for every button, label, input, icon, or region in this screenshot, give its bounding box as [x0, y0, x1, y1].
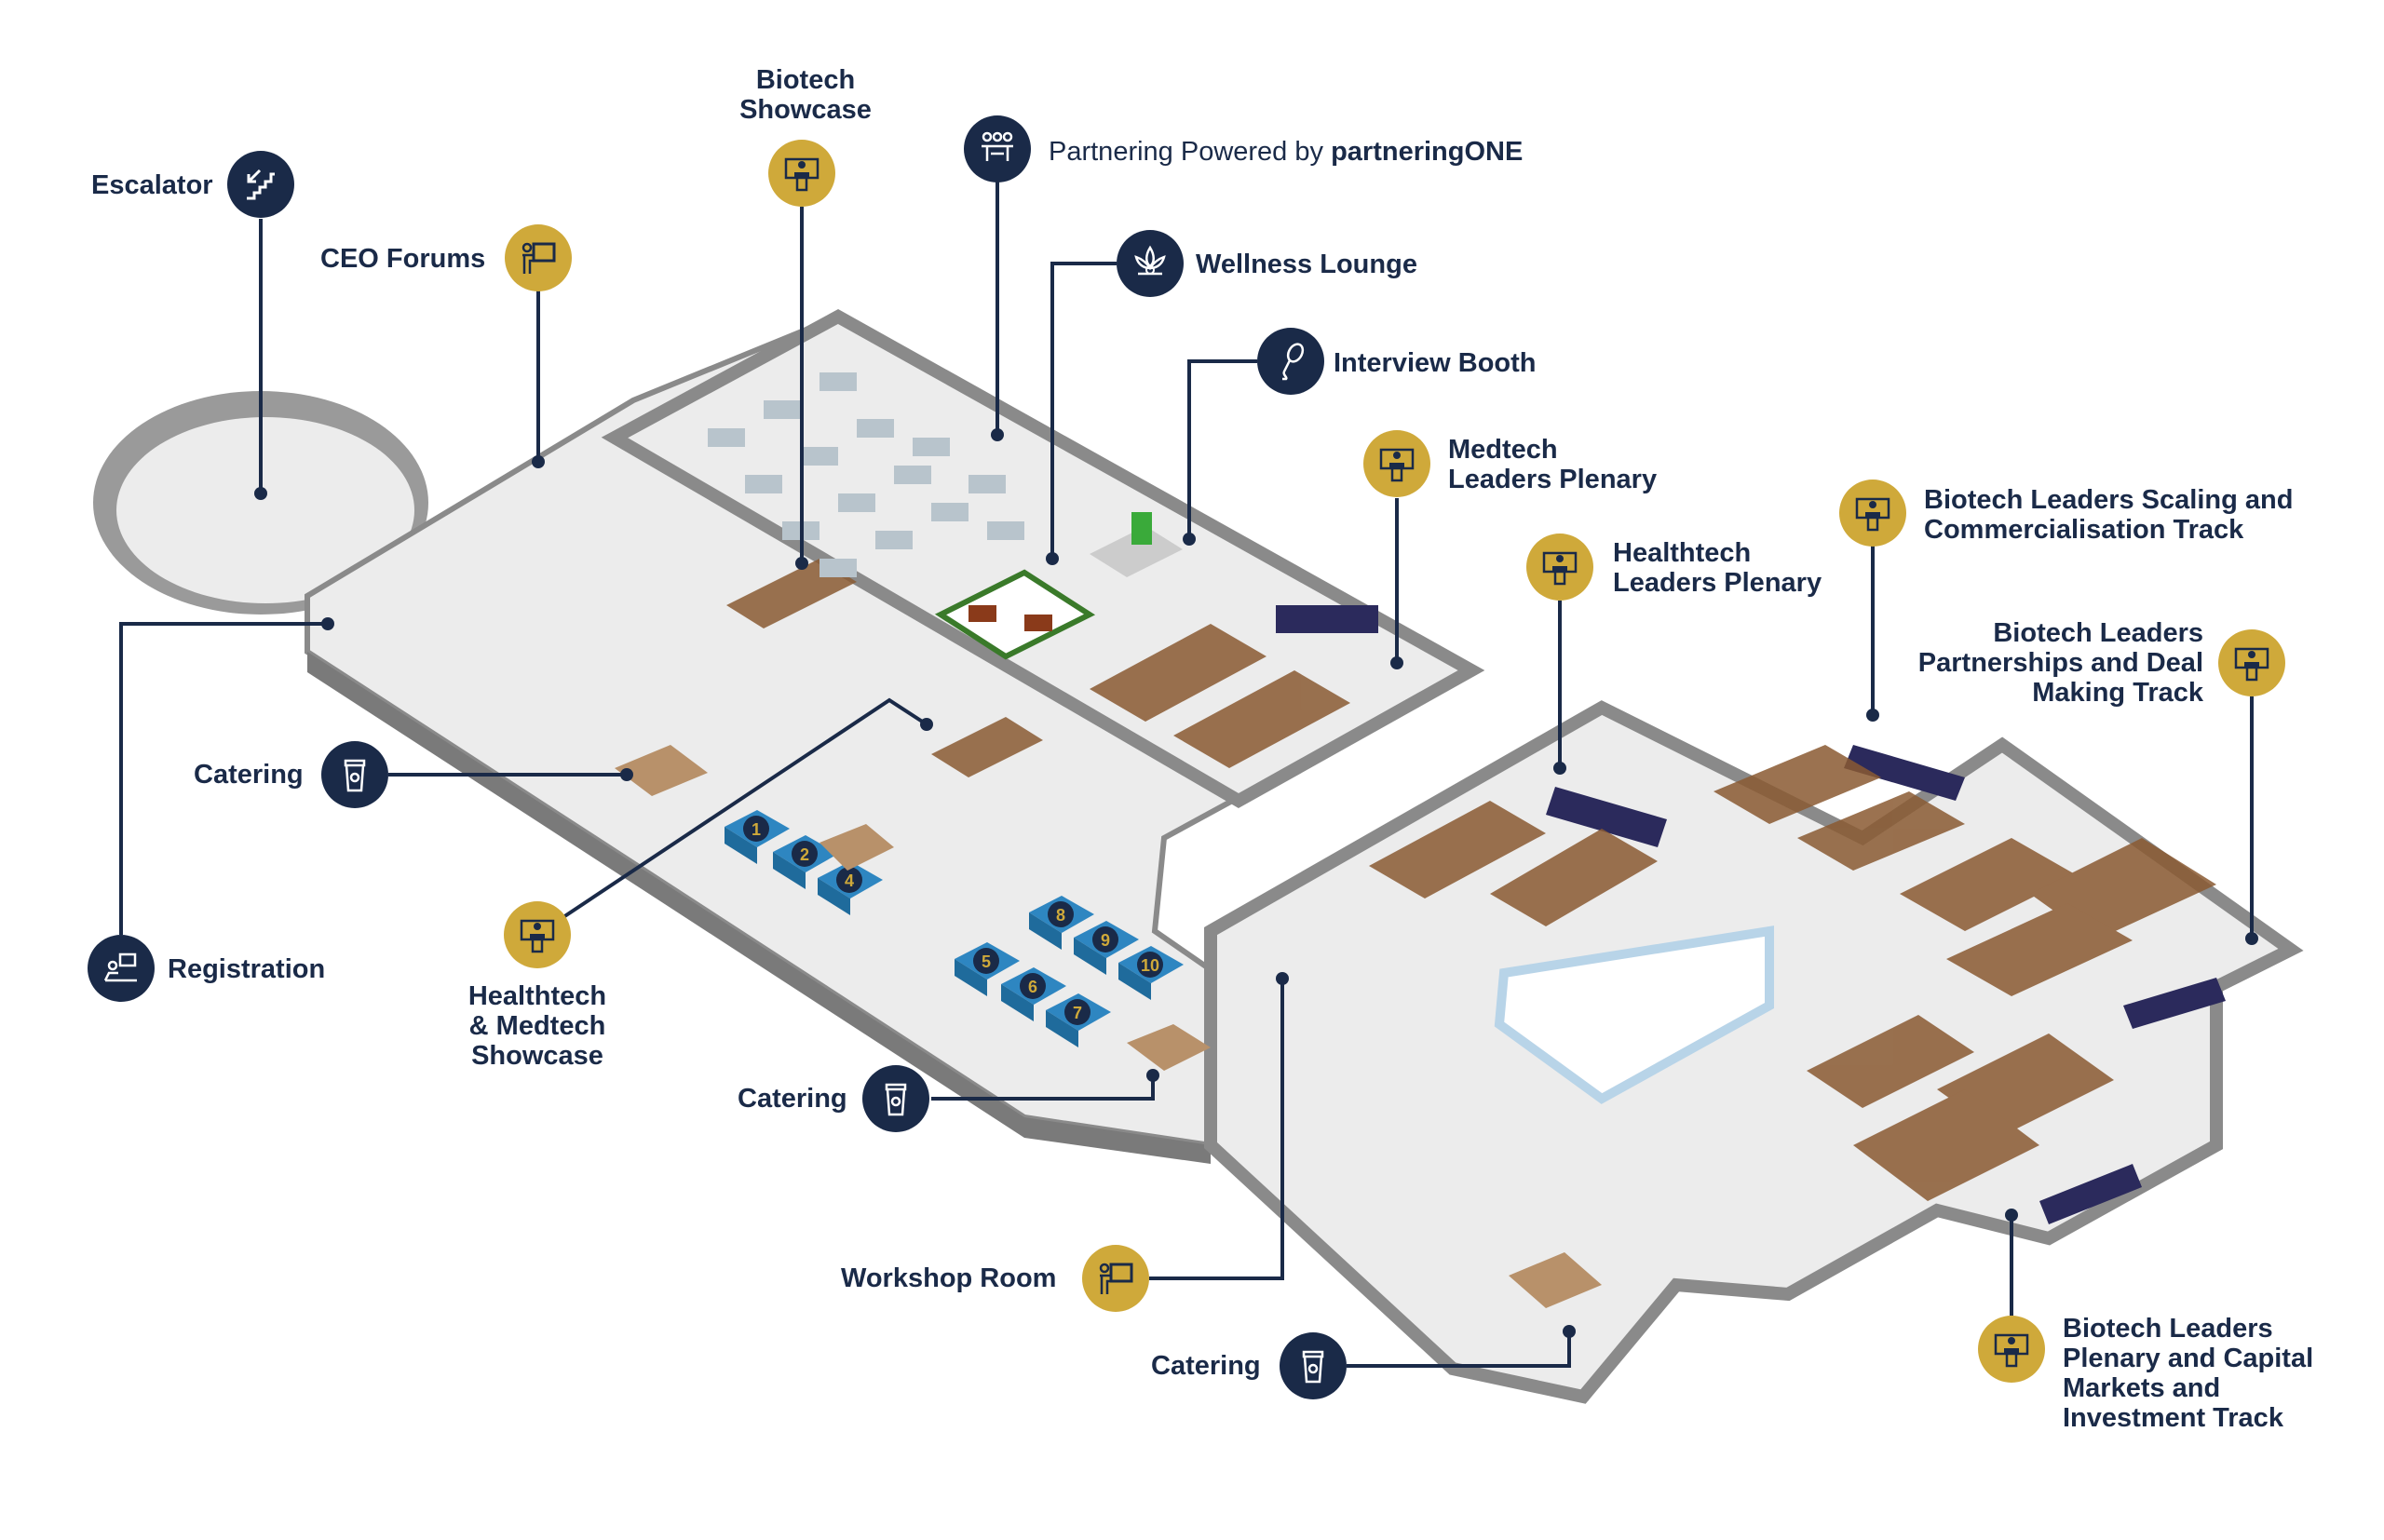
- booth-8[interactable]: 8: [1029, 896, 1094, 950]
- leader-dots: [254, 428, 2258, 1338]
- booth-7[interactable]: 7: [1046, 993, 1111, 1047]
- label-medtech-plenary[interactable]: Medtech Leaders Plenary: [1448, 435, 1658, 494]
- label-escalator[interactable]: Escalator: [91, 170, 213, 200]
- podium-icon[interactable]: [1526, 534, 1593, 601]
- microphone-icon[interactable]: [1257, 328, 1324, 395]
- escalator-area: [93, 391, 428, 615]
- escalator-icon[interactable]: [227, 151, 294, 218]
- podium-icon[interactable]: [768, 140, 835, 207]
- booth-1[interactable]: 1: [725, 810, 790, 864]
- catering-stands: [615, 745, 1602, 1308]
- meeting-table-icon[interactable]: [964, 115, 1031, 182]
- booth-number: 7: [1073, 1004, 1082, 1022]
- label-workshop-room[interactable]: Workshop Room: [841, 1263, 1057, 1293]
- booth-number: 5: [982, 952, 991, 971]
- stages: [1276, 605, 2226, 1224]
- presenter-board-icon[interactable]: [1082, 1245, 1149, 1312]
- partnering-tables: [708, 372, 1024, 577]
- interview-booth-area: [1090, 512, 1183, 577]
- label-healthtech-plenary[interactable]: Healthtech Leaders Plenary: [1613, 538, 1822, 598]
- label-healthtech-medtech-showcase[interactable]: Healthtech & Medtech Showcase: [467, 981, 607, 1071]
- booth-number: 6: [1028, 978, 1037, 996]
- leader-lines: [119, 179, 2254, 1368]
- booth-4[interactable]: 4: [818, 861, 883, 915]
- exhibitor-booths: 1 2 4 5 6 7 8 9 10: [725, 810, 1184, 1047]
- label-catering-3[interactable]: Catering: [1151, 1351, 1261, 1381]
- coffee-cup-icon[interactable]: [862, 1065, 929, 1132]
- booth-number: 9: [1101, 931, 1110, 950]
- wellness-lounge-area: [934, 569, 1096, 660]
- podium-icon[interactable]: [1978, 1316, 2045, 1383]
- partnering-brand: partneringONE: [1331, 137, 1524, 167]
- label-ceo-forums[interactable]: CEO Forums: [320, 244, 486, 274]
- partnering-label-prefix: Partnering Powered by: [1049, 137, 1332, 167]
- booth-10[interactable]: 10: [1118, 946, 1184, 1000]
- label-interview-booth[interactable]: Interview Booth: [1334, 348, 1537, 378]
- label-partnering[interactable]: Partnering Powered by partneringONE: [1049, 137, 1523, 167]
- registration-desk-icon[interactable]: [88, 935, 155, 1002]
- podium-icon[interactable]: [504, 901, 571, 968]
- coffee-cup-icon[interactable]: [321, 741, 388, 808]
- booth-6[interactable]: 6: [1001, 967, 1066, 1021]
- label-wellness-lounge[interactable]: Wellness Lounge: [1196, 250, 1417, 279]
- podium-icon[interactable]: [2218, 629, 2285, 696]
- lotus-icon[interactable]: [1117, 230, 1184, 297]
- booth-number: 2: [800, 845, 809, 864]
- booth-5[interactable]: 5: [955, 942, 1020, 996]
- presenter-board-icon[interactable]: [505, 224, 572, 291]
- booth-9[interactable]: 9: [1074, 921, 1139, 975]
- booth-number: 8: [1056, 906, 1065, 925]
- booth-2[interactable]: 2: [773, 835, 838, 889]
- coffee-cup-icon[interactable]: [1280, 1332, 1347, 1399]
- label-catering-1[interactable]: Catering: [194, 760, 304, 790]
- podium-icon[interactable]: [1839, 480, 1906, 547]
- booth-number: 4: [845, 871, 854, 890]
- label-biotech-plenary-capital[interactable]: Biotech Leaders Plenary and Capital Mark…: [2063, 1314, 2314, 1433]
- label-catering-2[interactable]: Catering: [738, 1084, 847, 1114]
- label-biotech-partnerships[interactable]: Biotech Leaders Partnerships and Deal Ma…: [1917, 618, 2203, 708]
- booth-number: 1: [752, 820, 761, 839]
- seating-blocks: [726, 559, 2216, 1201]
- booth-number: 10: [1141, 956, 1159, 975]
- partnering-room: [601, 309, 1485, 809]
- label-biotech-scaling[interactable]: Biotech Leaders Scaling and Commercialis…: [1924, 485, 2294, 545]
- label-registration[interactable]: Registration: [168, 954, 326, 984]
- label-biotech-showcase[interactable]: Biotech Showcase: [739, 65, 872, 125]
- podium-icon[interactable]: [1363, 430, 1430, 497]
